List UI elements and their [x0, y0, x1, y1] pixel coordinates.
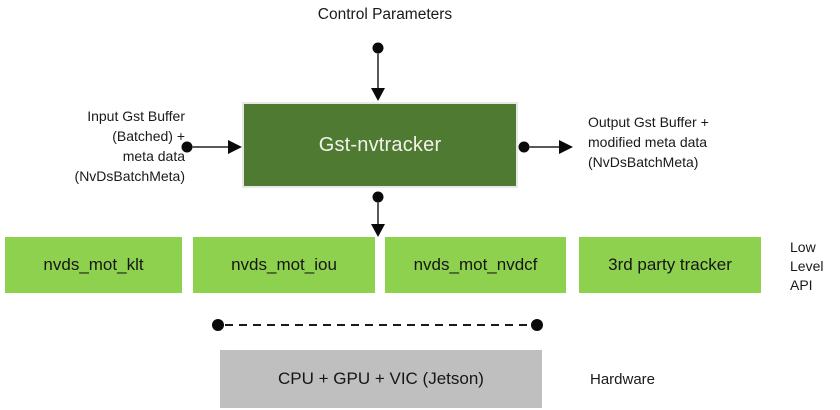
low-level-api-caption-line: API — [790, 277, 813, 293]
output-arrow — [518, 140, 573, 154]
dot-marker — [212, 319, 224, 331]
control-parameters-arrow — [371, 42, 385, 101]
low-level-api-caption-line: Level — [790, 258, 824, 274]
input-buffer-label: Input Gst Buffer (Batched) + meta data (… — [28, 106, 185, 186]
tracker-to-lowlevel-arrow — [371, 191, 385, 237]
low-level-api-caption: Low Level API — [790, 238, 838, 295]
low-level-block-label: nvds_mot_klt — [43, 255, 144, 274]
output-buffer-label-line: modified meta data — [588, 134, 708, 150]
hardware-span-dashed-line — [212, 319, 543, 331]
arrowhead-right-icon — [559, 140, 573, 154]
dot-marker — [518, 141, 530, 153]
low-level-block-label: 3rd party tracker — [608, 255, 732, 274]
gst-nvtracker-block-label: Gst-nvtracker — [318, 133, 442, 156]
low-level-block-nvds-mot-iou: nvds_mot_iou — [193, 237, 375, 293]
low-level-block-nvds-mot-klt: nvds_mot_klt — [5, 237, 182, 293]
dot-marker — [372, 42, 384, 54]
input-buffer-label-line: (NvDsBatchMeta) — [74, 168, 185, 184]
output-buffer-label-line: (NvDsBatchMeta) — [588, 154, 699, 170]
arrowhead-down-icon — [371, 88, 385, 101]
input-buffer-label-line: (Batched) + — [112, 128, 185, 144]
hardware-block: CPU + GPU + VIC (Jetson) — [220, 350, 542, 408]
dot-marker — [372, 191, 384, 203]
arrowhead-down-icon — [371, 224, 385, 237]
control-parameters-label: Control Parameters — [317, 6, 453, 23]
input-buffer-label-line: meta data — [122, 148, 185, 164]
input-buffer-label-line: Input Gst Buffer — [87, 108, 185, 124]
hardware-caption: Hardware — [590, 371, 656, 388]
output-buffer-label: Output Gst Buffer + modified meta data (… — [588, 112, 788, 172]
low-level-block-3rd-party-tracker: 3rd party tracker — [579, 237, 761, 293]
dot-marker — [531, 319, 543, 331]
output-buffer-label-line: Output Gst Buffer + — [588, 114, 709, 130]
arrowhead-right-icon — [228, 140, 242, 154]
input-arrow — [181, 140, 242, 154]
gst-nvtracker-block: Gst-nvtracker — [242, 102, 518, 188]
low-level-api-caption-line: Low — [790, 239, 816, 255]
hardware-block-label: CPU + GPU + VIC (Jetson) — [278, 369, 484, 388]
low-level-block-label: nvds_mot_iou — [231, 255, 337, 274]
low-level-block-nvds-mot-nvdcf: nvds_mot_nvdcf — [385, 237, 566, 293]
dot-marker — [181, 141, 193, 153]
low-level-block-label: nvds_mot_nvdcf — [413, 255, 538, 274]
